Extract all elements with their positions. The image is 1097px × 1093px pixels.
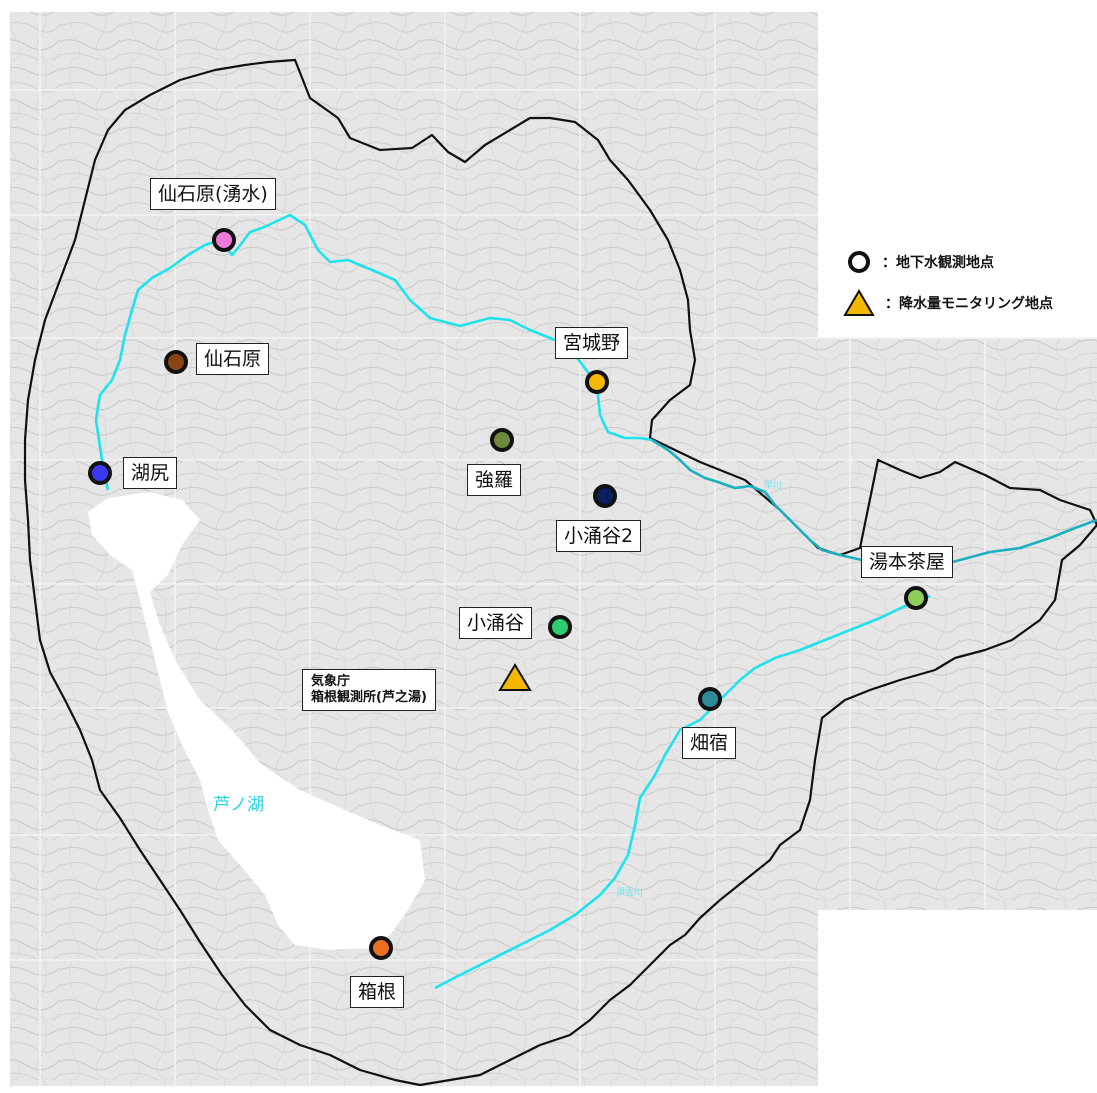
station-label-kowakudani2: 小涌谷2 (556, 520, 642, 552)
rivers (94, 213, 1097, 990)
rainfall-station-label: 気象庁 箱根観測所(芦之湯) (302, 669, 436, 711)
river-hayakawa-lower (651, 438, 1097, 577)
rainfall-station-label-line2: 箱根観測所(芦之湯) (311, 690, 427, 705)
station-label-kowakudani: 小涌谷 (459, 607, 533, 639)
station-label-kojiri: 湖尻 (123, 457, 178, 489)
station-label-hatajuku: 畑宿 (682, 727, 737, 759)
station-label-yumoto-chaya: 湯本茶屋 (861, 546, 954, 578)
rainfall-station-marker (498, 663, 532, 691)
river-name-sukumo: 須雲川 (616, 888, 644, 898)
legend-groundwater: ：地下水観測地点 (846, 249, 994, 275)
lake-ashinoko (88, 492, 425, 950)
lake-name: 芦ノ湖 (213, 795, 264, 815)
legend-rainfall-label: ：降水量モニタリング地点 (885, 296, 1053, 312)
station-label-hakone: 箱根 (350, 976, 405, 1008)
legend-rainfall: ：降水量モニタリング地点 (843, 288, 1053, 318)
watershed-boundary (23, 58, 1097, 1087)
station-label-sengokuhara-spring: 仙石原(湧水) (150, 178, 276, 210)
station-label-miyagino: 宮城野 (555, 327, 629, 359)
rainfall-station-label-line1: 気象庁 (311, 674, 351, 689)
legend-rainfall-icon (843, 289, 875, 316)
station-label-gora: 強羅 (467, 464, 522, 496)
river-name-haya: 早川 (764, 481, 783, 491)
river-hayakawa-upper (94, 213, 653, 491)
station-label-sengokuhara: 仙石原 (196, 343, 270, 375)
legend-groundwater-label: ：地下水観測地点 (882, 255, 994, 271)
river-sukumo (434, 594, 931, 990)
legend-groundwater-icon (848, 251, 870, 273)
